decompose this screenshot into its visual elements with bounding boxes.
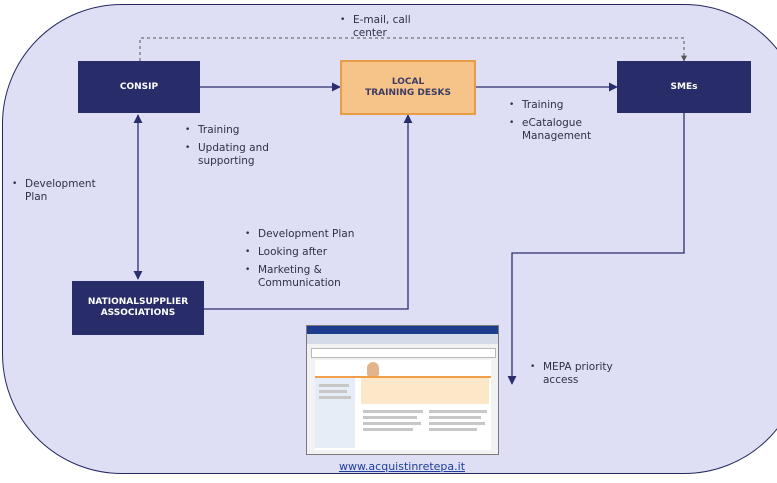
text-line [429,410,487,413]
mepa-priority-note: MEPA priority access [530,361,650,392]
page-banner [361,378,489,404]
page-sidebar [315,378,355,448]
development-plan-note: Development Plan [12,178,112,209]
desks-to-smes-list: Training eCatalogue Management [509,99,629,148]
person-photo [367,362,379,376]
text-line [319,390,347,393]
associations-to-desks-arrow [204,114,413,310]
smes-to-mepa-arrow [507,113,685,385]
page-header-strip [315,360,491,378]
browser-titlebar [307,326,498,334]
list-item: Training [509,99,629,112]
text-line [429,428,477,431]
text-line [363,422,421,425]
associations-to-desks-list: Development Plan Looking after Marketing… [245,228,395,295]
development-plan-text: Development Plan [12,178,112,204]
consip-box: CONSIP [78,61,200,113]
email-call-center-note: E-mail, call center [340,14,460,45]
list-item: Updating and supporting [185,142,305,168]
browser-address-bar [311,348,496,358]
text-line [429,422,485,425]
mepa-priority-text: MEPA priority access [530,361,650,387]
website-screenshot-thumbnail [306,325,499,455]
browser-toolbar [307,334,498,344]
text-line [319,384,349,387]
email-call-center-text: E-mail, call center [340,14,460,40]
national-supplier-associations-label: NATIONALSUPPLIER ASSOCIATIONS [87,297,189,318]
text-line [429,416,481,419]
list-item: Looking after [245,246,395,259]
text-line [319,396,351,399]
smes-label: SMEs [670,81,698,92]
consip-label: CONSIP [119,81,159,92]
text-line [363,428,413,431]
list-item: Training [185,124,305,137]
list-item: Marketing & Communication [245,264,395,290]
local-training-desks-label: LOCAL TRAINING DESKS [365,76,451,98]
list-item: Development Plan [245,228,395,241]
website-link[interactable]: www.acquistinretepa.it [338,460,466,473]
national-supplier-associations-box: NATIONALSUPPLIER ASSOCIATIONS [72,281,204,335]
smes-box: SMEs [617,61,751,113]
consip-to-desks-list: Training Updating and supporting [185,124,305,173]
text-line [363,410,423,413]
text-line [363,416,417,419]
list-item: eCatalogue Management [509,117,629,143]
local-training-desks-box: LOCAL TRAINING DESKS [340,60,476,115]
